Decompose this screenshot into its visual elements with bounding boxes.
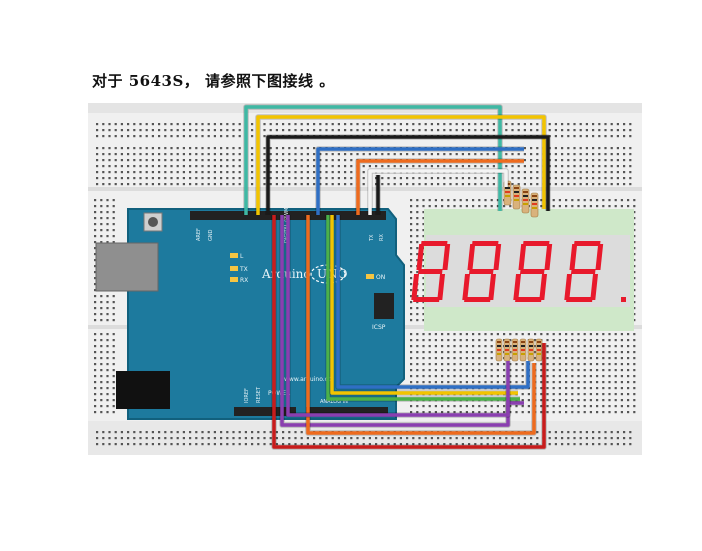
resistor bbox=[503, 338, 511, 362]
rx-pin-label: RX bbox=[379, 234, 385, 241]
wire-red bbox=[272, 215, 546, 449]
resistor bbox=[521, 188, 530, 214]
digit-4 bbox=[564, 241, 626, 302]
analog-label: ANALOG IN bbox=[320, 399, 348, 405]
reset-label: RESET bbox=[256, 386, 262, 403]
rx-label: RX bbox=[240, 277, 248, 284]
wire-green bbox=[326, 215, 520, 401]
wire-orange bbox=[356, 159, 524, 215]
wiring-diagram: Arduino UNO ON L TX RX ICSP www.arduino.… bbox=[88, 103, 642, 455]
wire-blue2 bbox=[336, 215, 530, 389]
wire-white bbox=[368, 169, 508, 215]
resistor bbox=[511, 338, 519, 362]
wire-yellow2 bbox=[330, 215, 518, 395]
usb-port bbox=[95, 242, 159, 292]
power-header bbox=[234, 407, 296, 416]
wire-yellow bbox=[256, 115, 546, 215]
wire-black bbox=[266, 135, 550, 215]
resistor bbox=[512, 184, 521, 210]
icsp-header bbox=[374, 293, 394, 319]
wires bbox=[243, 104, 551, 450]
wire-orange2 bbox=[306, 215, 536, 435]
icsp-label: ICSP bbox=[372, 324, 386, 331]
l-label: L bbox=[240, 253, 244, 260]
digit-3 bbox=[513, 241, 575, 302]
resistor bbox=[530, 192, 539, 218]
resistor bbox=[519, 338, 527, 362]
wire-teal bbox=[244, 105, 502, 215]
caption: 对于 5643S， 请参照下图接线 。 bbox=[92, 72, 335, 90]
wire-purple bbox=[280, 215, 524, 427]
power-jack bbox=[116, 371, 170, 409]
resistor bbox=[495, 338, 503, 362]
wire-blue bbox=[316, 147, 524, 215]
aref-label: AREF bbox=[196, 228, 202, 241]
seven-segment-display bbox=[411, 209, 634, 331]
wire-purple2 bbox=[286, 215, 510, 417]
power-label: POWER bbox=[268, 390, 290, 397]
analog-header bbox=[306, 407, 388, 416]
digit-2 bbox=[462, 241, 524, 302]
tx-label: TX bbox=[239, 266, 248, 273]
tx-pin-label: TX bbox=[369, 234, 375, 242]
on-label: ON bbox=[376, 274, 385, 281]
resistor bbox=[535, 338, 543, 362]
ioref-label: IOREF bbox=[244, 388, 250, 403]
resistor-array bbox=[495, 180, 543, 362]
gnd-label: GND bbox=[208, 229, 214, 241]
resistor bbox=[527, 338, 535, 362]
